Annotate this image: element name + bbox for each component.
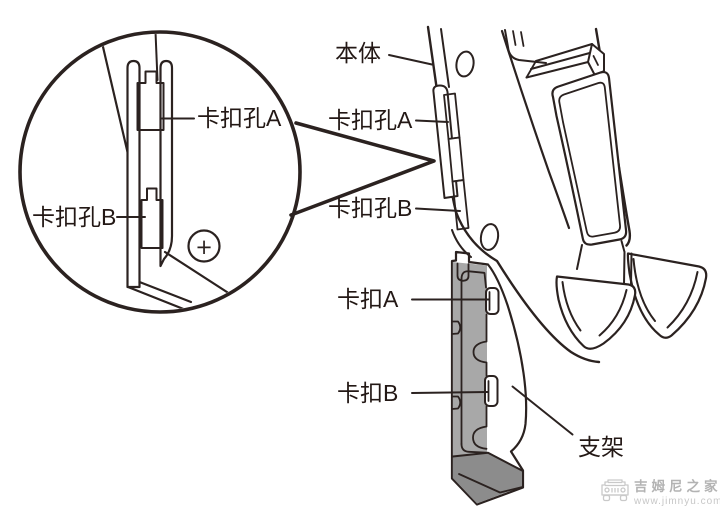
main-unit-drawing	[426, 25, 708, 364]
phillips-screw-icon	[187, 229, 221, 263]
front-recess-outer	[551, 70, 628, 246]
bracket-foot-face	[452, 452, 522, 504]
front-recess-inner	[558, 81, 621, 238]
bracket-hook-lower	[472, 405, 488, 450]
bracket-drawing	[450, 250, 528, 506]
top-tick-2	[520, 31, 525, 47]
label-body: 本体	[335, 40, 381, 66]
side-hole-oval-bottom	[479, 223, 500, 251]
bottom-foot-right	[626, 252, 708, 339]
watermark-site-name: 吉姆尼之家	[634, 478, 720, 495]
snap-b-tab	[484, 375, 499, 407]
recess-foot-connector-right	[620, 240, 626, 253]
shelf-line-2	[530, 50, 598, 70]
snap-hole-b-cross-section	[140, 187, 164, 249]
label-snap-b: 卡扣B	[337, 380, 398, 406]
bracket-left-notch-2	[451, 395, 462, 410]
leader-bracket	[511, 385, 574, 436]
callout-pointer	[289, 121, 436, 217]
callout-label-snap-hole-a: 卡扣孔A	[197, 105, 282, 131]
unit-face-edge	[500, 29, 571, 230]
snap-a-tab	[485, 287, 500, 315]
bracket-body	[450, 250, 528, 506]
unit-left-silhouette	[426, 25, 601, 364]
side-hole-oval-top	[455, 50, 475, 78]
callout-cross-section: +	[98, 34, 249, 310]
recess-foot-connector-left	[576, 244, 583, 270]
bracket-channel-bottom	[460, 443, 487, 454]
bracket-channel-right-1	[483, 272, 487, 289]
label-snap-hole-b: 卡扣孔B	[328, 195, 412, 221]
foot-left-curve-1	[598, 289, 628, 337]
label-snap-a: 卡扣A	[337, 286, 399, 312]
leader-snap-hole-b	[415, 207, 461, 212]
label-bracket: 支架	[578, 434, 624, 460]
foot-right-curve-1	[666, 271, 699, 329]
shelf-left-cap	[525, 60, 537, 79]
foot-gap-line-2	[630, 252, 633, 286]
leader-snap-hole-a	[415, 119, 449, 123]
callout-label-snap-hole-b: 卡扣孔B	[32, 204, 116, 230]
watermark: 吉姆尼之家 www.jimnyu.com	[601, 478, 720, 507]
snap-hole-a-cross-section	[136, 70, 165, 131]
phillips-screw-cross: +	[195, 235, 213, 259]
leader-body	[388, 54, 433, 66]
foot-left-curve-2	[561, 281, 582, 332]
labels: 本体 卡扣孔A 卡扣孔B 卡扣A 卡扣B 支架	[328, 40, 624, 460]
snap-hole-b-slot	[451, 179, 470, 231]
bottom-foot-left	[555, 275, 637, 350]
shelf-right-cap-detail	[592, 55, 599, 66]
foot-edge-line-2	[138, 280, 193, 304]
shelf-line-1	[535, 43, 593, 62]
bracket-foot-inner-line	[458, 473, 524, 494]
label-snap-hole-a: 卡扣孔A	[328, 107, 413, 133]
bracket-foot-fold	[451, 451, 524, 472]
bracket-top-tab-detail	[456, 262, 470, 282]
jeep-icon	[601, 479, 629, 502]
bracket-left-notch-1	[451, 320, 462, 335]
magnified-callout: + 卡扣孔A 卡扣孔B	[18, 30, 436, 314]
bracket-hook-upper	[472, 313, 488, 377]
foot-edge-line-1	[126, 285, 188, 310]
watermark-site-url: www.jimnyu.com	[633, 496, 720, 507]
foot-right-curve-2	[632, 258, 656, 322]
leader-snap-b	[411, 391, 489, 394]
top-tick-1	[512, 30, 517, 46]
foot-gap-line-1	[623, 251, 626, 286]
unit-left-inner-edge	[440, 28, 450, 88]
top-hook-edge	[504, 29, 547, 64]
